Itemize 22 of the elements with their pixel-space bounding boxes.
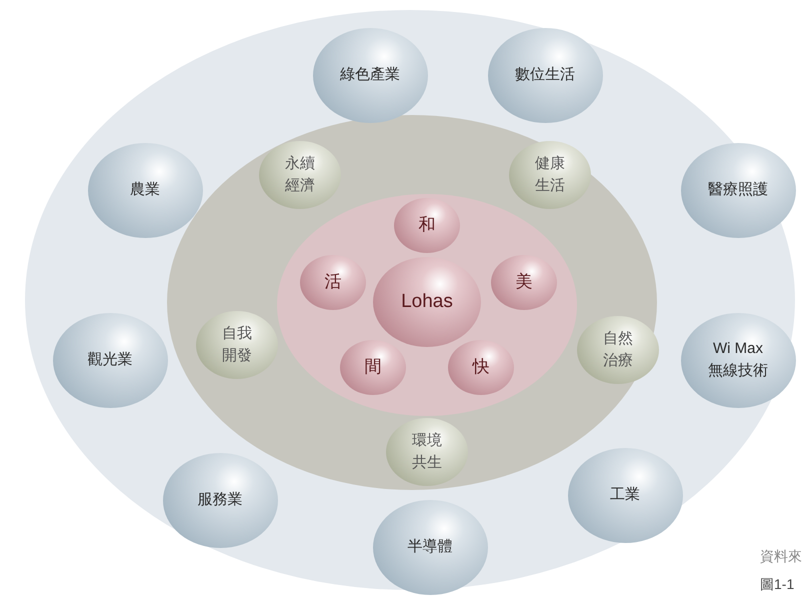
sphere: 自我開發 (196, 311, 278, 379)
sphere: Lohas (373, 257, 481, 347)
sphere: 觀光業 (52, 312, 168, 408)
sphere: 工業 (568, 448, 682, 542)
sphere: 健康生活 (509, 141, 591, 209)
sphere: 醫療照護 (680, 142, 796, 238)
sphere: 自然治療 (577, 316, 659, 384)
sphere: 服務業 (162, 452, 278, 548)
sphere: 綠色產業 (312, 28, 428, 122)
sphere: 和 (394, 198, 460, 252)
source-note: 資料來 (760, 548, 802, 566)
sphere: 間 (340, 340, 406, 394)
sphere: 活 (300, 254, 366, 310)
sphere: 美 (491, 254, 557, 310)
sphere: 農業 (88, 142, 202, 238)
sphere: 環境共生 (386, 418, 468, 486)
figure-number: 圖1-1 (760, 576, 794, 594)
sphere: Wi Max 無線技術 (680, 312, 796, 408)
sphere: 快 (448, 340, 514, 394)
sphere: 永續經濟 (259, 141, 341, 209)
sphere: 半導體 (372, 500, 488, 594)
sphere: 數位生活 (488, 28, 602, 122)
